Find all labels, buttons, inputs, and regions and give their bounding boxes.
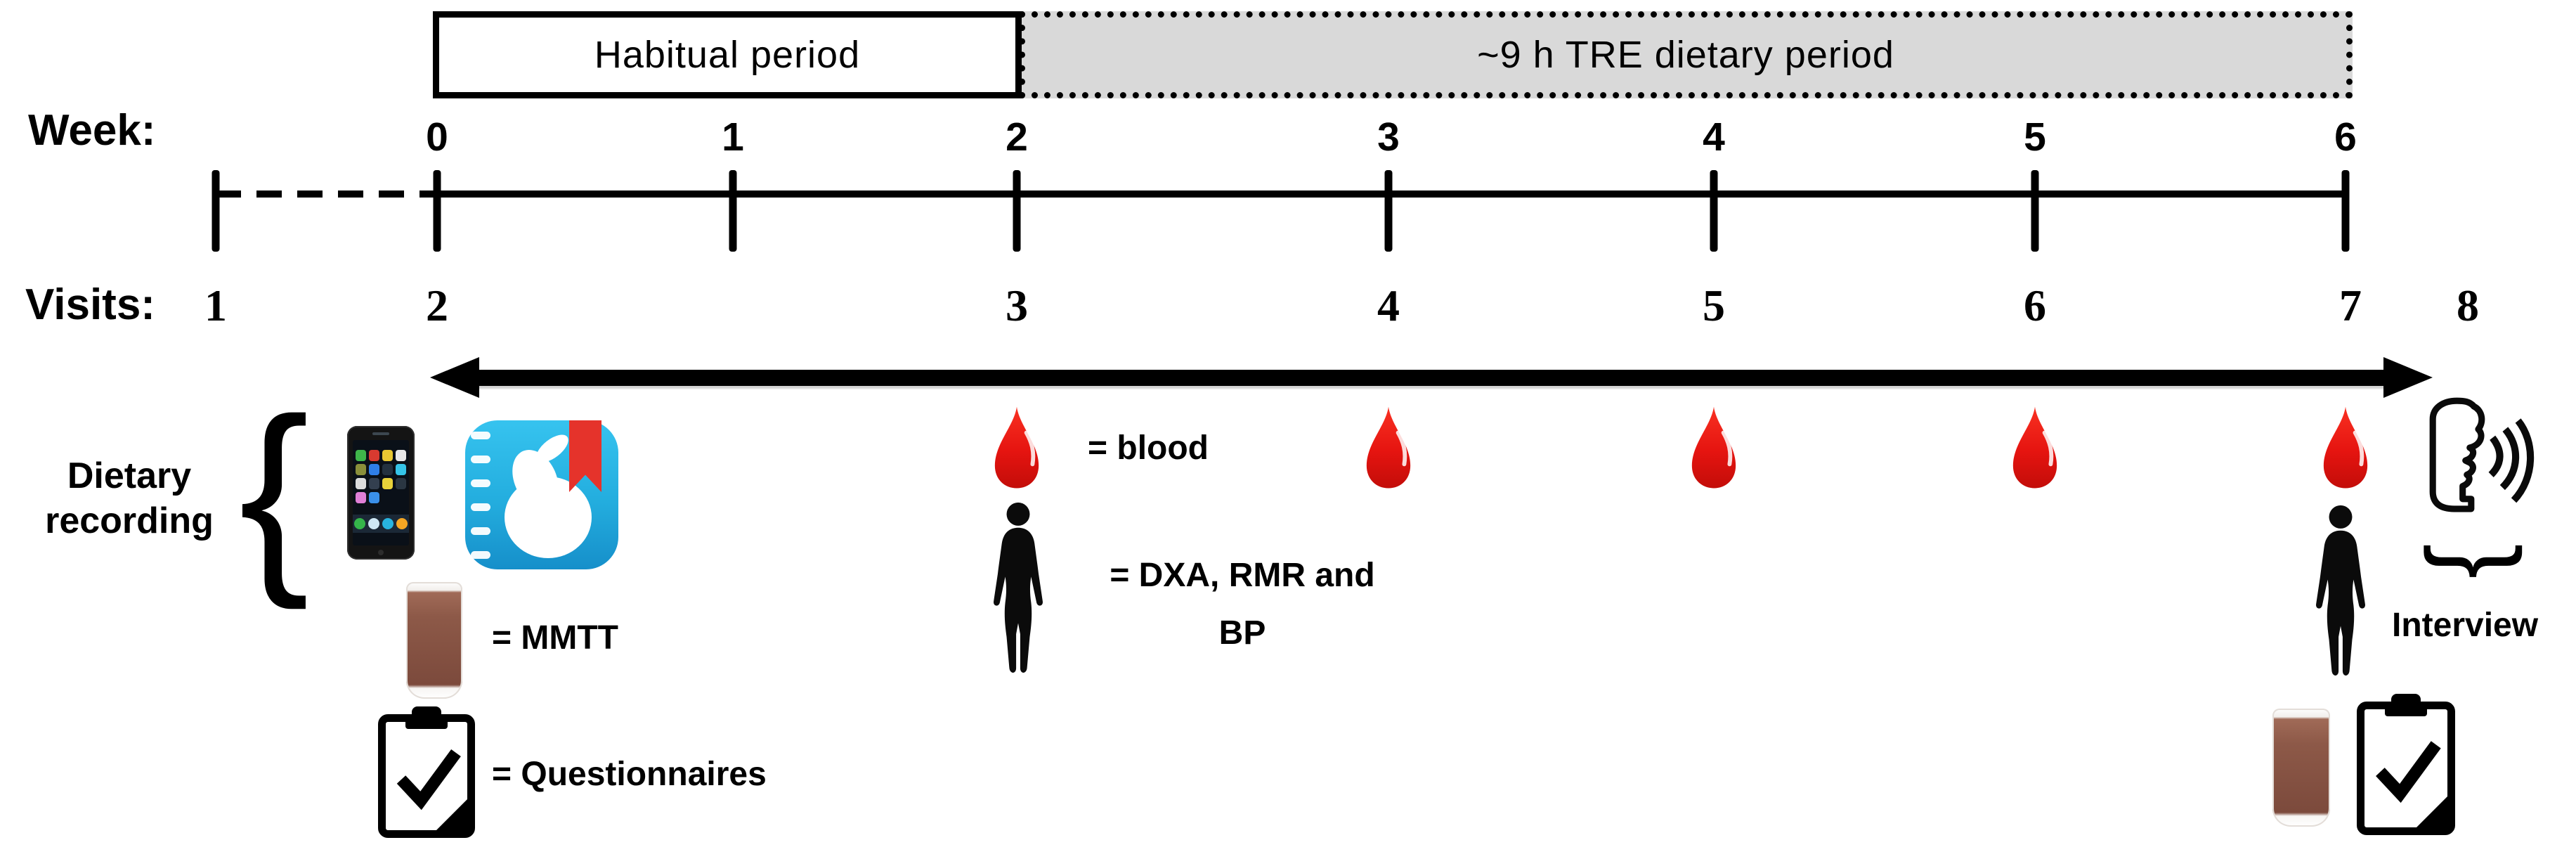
checklist-clipboard-icon: [2357, 694, 2455, 835]
week-row-label: Week:: [28, 106, 156, 155]
blood-drop-icon: [2323, 406, 2368, 489]
week-tick-label: 4: [1703, 115, 1725, 160]
timeline-tick: [433, 170, 441, 252]
binder-ring: [471, 503, 490, 511]
dxa-legend-line2: BP: [1218, 614, 1266, 652]
clipboard-knob: [2391, 694, 2421, 705]
visit-number: 3: [1006, 280, 1028, 330]
visit-number: 8: [2457, 280, 2479, 330]
check-mark-icon: [2376, 741, 2441, 803]
interview-underbrace: }: [2423, 543, 2542, 579]
folded-corner: [2416, 796, 2448, 828]
tre-period-label: ~9 h TRE dietary period: [1477, 34, 1894, 76]
binder-ring: [471, 551, 490, 559]
check-mark-icon: [396, 749, 461, 810]
study-span-arrow: [469, 370, 2390, 386]
habitual-period-box: Habitual period: [433, 11, 1022, 98]
timeline-tick: [1013, 170, 1021, 252]
timeline-dashed-segment: [216, 190, 437, 198]
dietary-recording-label: Dietary recording: [25, 453, 233, 543]
binder-ring: [471, 527, 490, 535]
phone-dock: [353, 515, 409, 533]
phone-app-grid: [356, 450, 406, 512]
pear-diary-app-icon: [465, 420, 618, 569]
visit-number: 2: [426, 280, 448, 330]
blood-drop-icon: [994, 406, 1039, 489]
meal-shake-glass-icon: [406, 582, 462, 699]
week-tick-label: 3: [1377, 115, 1400, 160]
blood-drop-icon: [2012, 406, 2057, 489]
interview-label: Interview: [2392, 607, 2539, 644]
dietary-line2: recording: [45, 500, 214, 541]
smartphone-icon: [347, 426, 415, 560]
visit-number: 4: [1377, 280, 1400, 330]
clipboard-clip: [405, 716, 448, 729]
arrow-left-head-icon: [430, 357, 479, 398]
phone-speaker: [372, 432, 389, 435]
binder-ring: [471, 456, 490, 463]
questionnaires-legend-label: = Questionnaires: [492, 756, 767, 793]
visits-row-label: Visits:: [25, 280, 155, 329]
blood-legend-label: = blood: [1088, 430, 1209, 467]
timeline-tick: [1710, 170, 1718, 252]
phone-screen: [353, 440, 409, 545]
dxa-legend-label: = DXA, RMR and BP: [1088, 547, 1397, 662]
meal-shake-glass-icon: [2272, 709, 2330, 827]
human-body-silhouette-icon: [994, 502, 1043, 673]
week-tick-label: 5: [2024, 115, 2046, 160]
week-tick-label: 6: [2334, 115, 2357, 160]
timeline-tick: [2031, 170, 2039, 252]
timeline-tick: [2341, 170, 2350, 252]
human-body-silhouette-icon: [2316, 505, 2365, 676]
binder-ring: [471, 479, 490, 487]
blood-drop-icon: [1691, 406, 1736, 489]
checklist-clipboard-icon: [378, 706, 475, 838]
visit-number: 7: [2339, 280, 2362, 330]
phone-home-button: [378, 550, 384, 555]
visit-number: 5: [1703, 280, 1725, 330]
arrow-right-head-icon: [2383, 357, 2433, 398]
speaking-face-icon: [2429, 397, 2535, 512]
habitual-period-label: Habitual period: [594, 34, 861, 76]
dxa-legend-line1: = DXA, RMR and: [1110, 557, 1375, 594]
binder-ring: [471, 432, 490, 439]
blood-drop-icon: [1366, 406, 1411, 489]
timeline-tick: [729, 170, 737, 252]
clipboard-knob: [412, 706, 441, 718]
timeline-tick: [212, 170, 220, 252]
week-tick-label: 0: [426, 115, 448, 160]
pear-shape: [505, 434, 592, 558]
left-curly-brace: {: [239, 374, 310, 610]
week-tick-label: 1: [722, 115, 744, 160]
tre-period-box: ~9 h TRE dietary period: [1019, 11, 2353, 98]
mmtt-legend-label: = MMTT: [492, 619, 618, 657]
clipboard-clip: [2385, 704, 2427, 716]
timeline-tick: [1384, 170, 1393, 252]
week-tick-label: 2: [1006, 115, 1028, 160]
folded-corner: [436, 799, 468, 831]
visit-number: 1: [204, 280, 227, 330]
dietary-line1: Dietary: [67, 456, 192, 496]
visit-number: 6: [2024, 280, 2046, 330]
